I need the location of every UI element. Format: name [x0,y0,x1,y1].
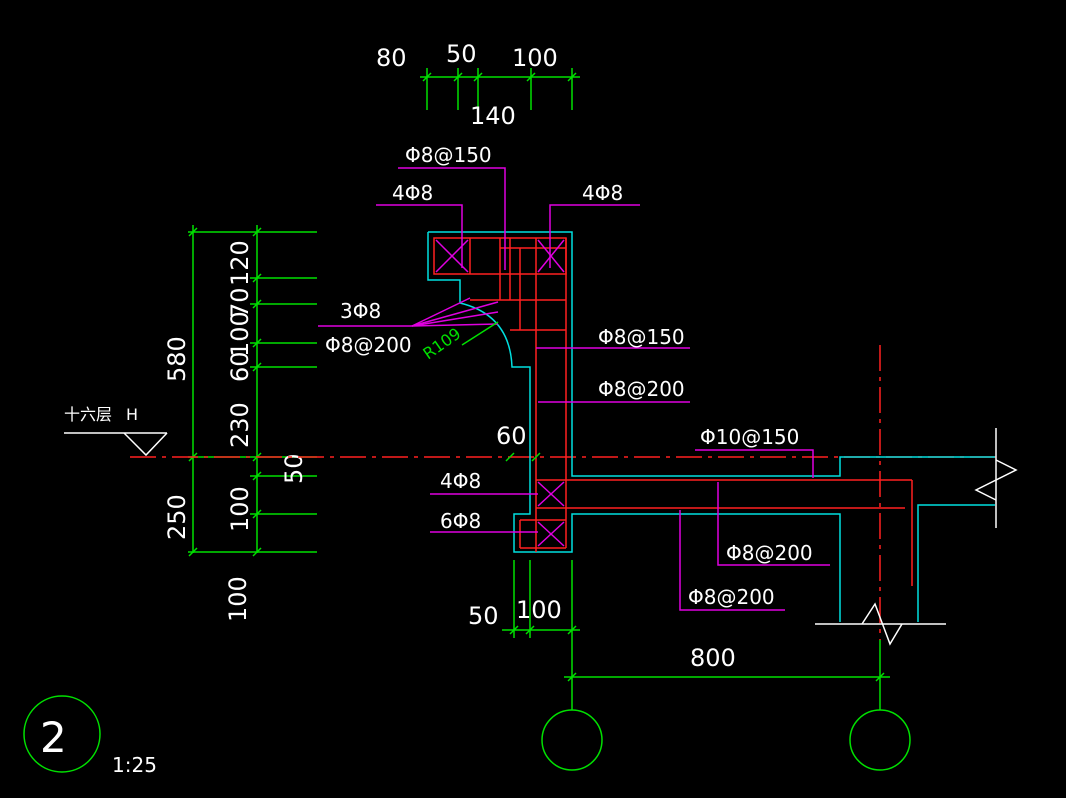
break-symbol-right [974,428,1018,528]
radius-label: R109 [419,324,464,363]
level-label: 十六层 [64,405,112,424]
bottom-dim-800: 800 [690,644,736,672]
left-dim-50: 50 [280,453,308,484]
bottom-dim-100: 100 [516,596,562,624]
bottom-dimension-lines [502,560,890,710]
radius-marker [461,321,499,346]
left-dim-580: 580 [163,336,191,382]
rebar-label-6phi8: 6Φ8 [440,509,481,533]
top-dim-140: 140 [470,102,516,130]
rebar-label-phi8-200-slab-top: Φ8@200 [726,541,813,565]
left-dim-100-lower: 100 [226,486,254,532]
left-dimension-lines [188,225,317,557]
left-dim-70: 70 [226,287,254,318]
rebar-lines [433,237,913,586]
rebar-label-left-4phi8: 4Φ8 [392,181,433,205]
left-dim-60: 60 [226,351,254,382]
rebar-label-phi8-200-slab-bottom: Φ8@200 [688,585,775,609]
center-lines [130,345,1000,640]
bottom-dim-50: 50 [468,602,499,630]
mid-dim-60: 60 [496,422,527,450]
rebar-label-4phi8-lower: 4Φ8 [440,469,481,493]
left-dim-250: 250 [163,494,191,540]
rebar-label-phi10-150: Φ10@150 [700,425,799,449]
axis-bubble-left [541,709,603,771]
top-dim-100: 100 [512,44,558,72]
detail-number: 2 [40,713,67,762]
leader-lines [318,167,830,611]
mid-dim-ticks [505,452,541,462]
top-dimension-lines [420,68,580,110]
detail-tag-circle [23,695,101,773]
break-symbol-bottom [815,602,946,646]
rebar-label-3phi8: 3Φ8 [340,299,381,323]
rebar-label-top-stirrup: Φ8@150 [405,143,492,167]
left-dim-120: 120 [226,240,254,286]
rebar-label-phi8-200-wall: Φ8@200 [598,377,685,401]
top-dim-50: 50 [446,40,477,68]
drawing-scale: 1:25 [112,753,157,777]
left-dim-100: 100 [226,311,254,357]
level-symbol [64,432,168,457]
top-dim-80: 80 [376,44,407,72]
rebar-label-phi8-200-left: Φ8@200 [325,333,412,357]
left-dim-100-bottom: 100 [224,576,252,622]
rebar-label-right-4phi8: 4Φ8 [582,181,623,205]
left-dim-230: 230 [226,402,254,448]
axis-bubble-right [849,709,911,771]
level-mark: H [126,405,138,424]
rebar-label-phi8-150-wall: Φ8@150 [598,325,685,349]
